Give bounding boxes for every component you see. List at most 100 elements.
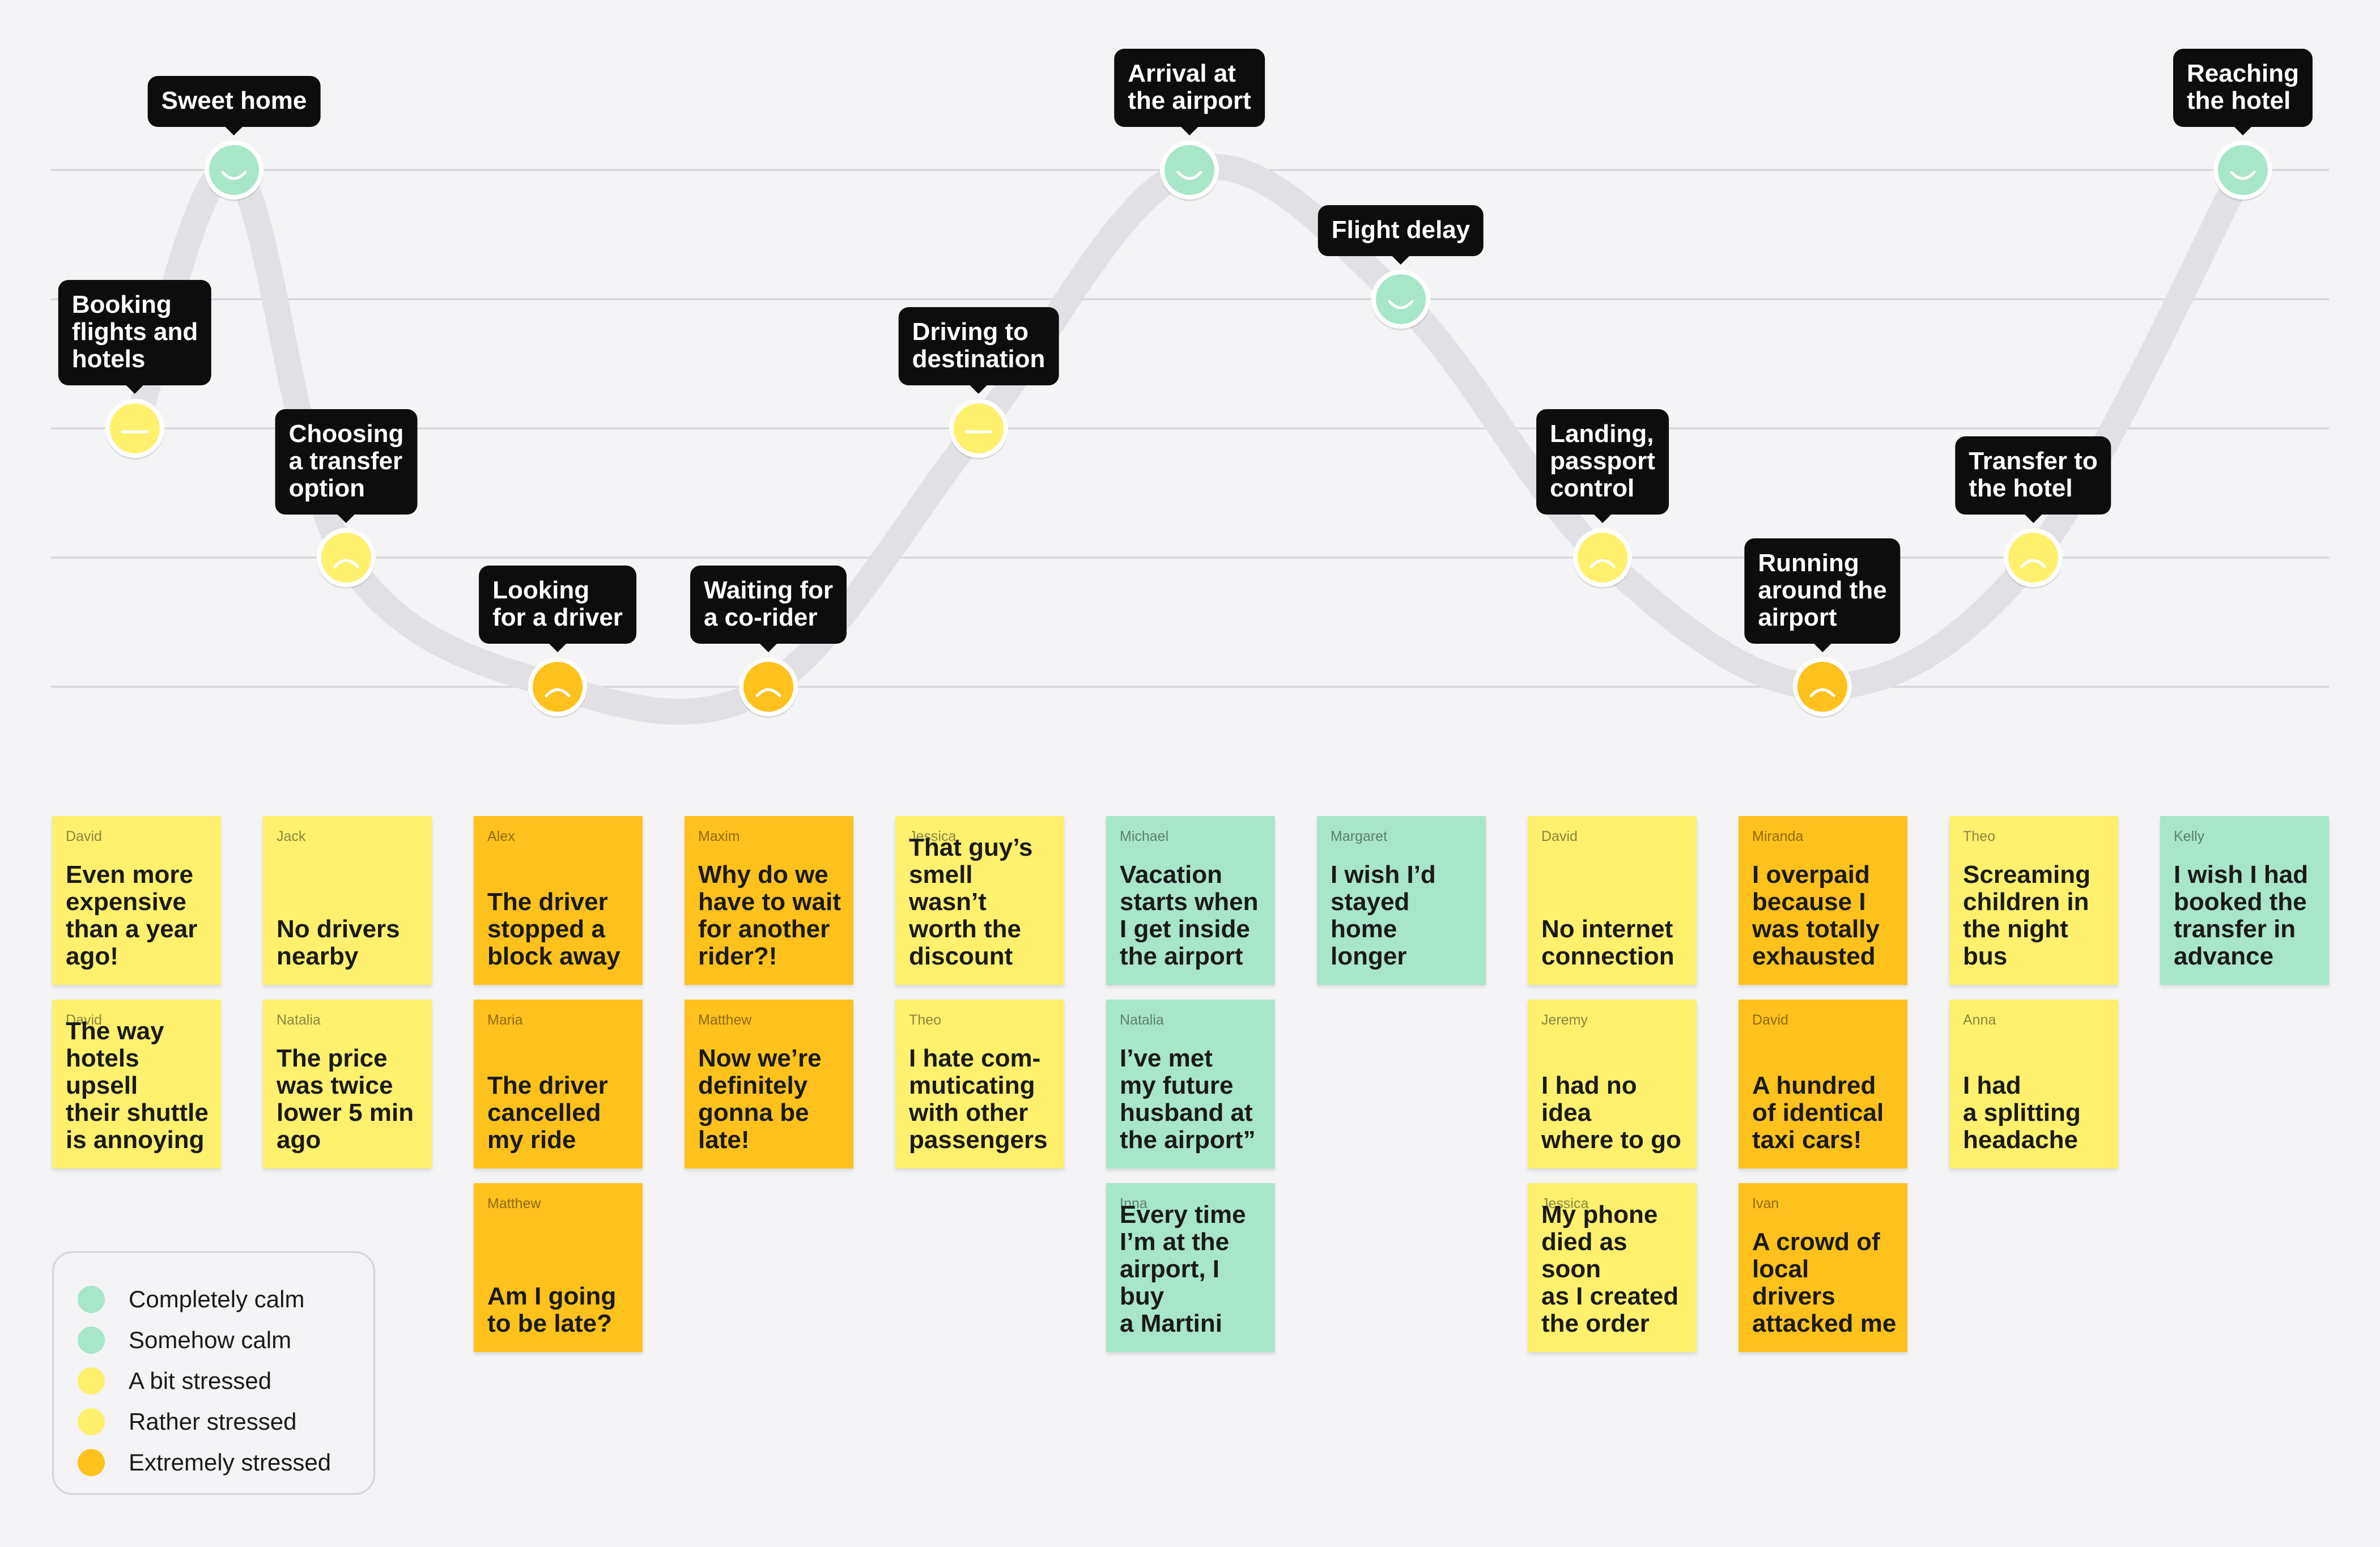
note-text: The way hotels upsell their shuttle is a… — [66, 1017, 209, 1154]
legend-label: Somehow calm — [129, 1327, 292, 1353]
sticky-note[interactable]: Margaret I wish I’d stayed home longer — [1317, 816, 1486, 985]
note-author: Anna — [1963, 1012, 1996, 1028]
frown-face-icon — [317, 528, 376, 589]
note-text: The price was twice lower 5 min ago — [277, 1044, 414, 1154]
smile-face-icon — [1371, 270, 1430, 330]
legend-label: A bit stressed — [129, 1367, 272, 1394]
note-text: Every time I’m at the airport, I buy a M… — [1120, 1201, 1246, 1337]
sticky-note[interactable]: David A hundred of identical taxi cars! — [1739, 1000, 1907, 1168]
note-author: Matthew — [698, 1012, 752, 1028]
stage-callout: Looking for a driver — [479, 566, 636, 652]
note-text: I wish I had booked the transfer in adva… — [2174, 861, 2309, 970]
neutral-face-icon — [949, 399, 1008, 460]
calm-dot-icon — [78, 1286, 105, 1313]
note-author: Kelly — [2174, 828, 2205, 844]
sticky-note[interactable]: David No internet connection — [1528, 816, 1697, 985]
note-text: I had no idea where to go — [1541, 1072, 1681, 1154]
note-author: Alex — [487, 828, 515, 844]
legend-item-rather-stressed: Rather stressed — [78, 1401, 373, 1442]
note-text: Am I going to be late? — [487, 1282, 617, 1337]
note-author: Theo — [909, 1012, 941, 1028]
note-author: Margaret — [1331, 828, 1388, 844]
legend-item-a-bit-stressed: A bit stressed — [78, 1361, 373, 1401]
note-text: I hate com- muticating with other passen… — [909, 1044, 1048, 1154]
stage-callout: Transfer to the hotel — [1955, 436, 2111, 523]
legend-item-somehow-calm: Somehow calm — [78, 1320, 373, 1361]
frown-face-icon — [2004, 528, 2063, 589]
sticky-note[interactable]: Theo I hate com- muticating with other pa… — [895, 1000, 1064, 1168]
note-text: The driver stopped a block away — [487, 888, 620, 970]
stage-callout: Flight delay — [1318, 205, 1484, 265]
emotion-track — [122, 154, 2256, 725]
legend-item-extremely-stressed: Extremely stressed — [78, 1442, 373, 1483]
note-text: Vacation starts when I get inside the ai… — [1120, 861, 1259, 970]
stage-callout: Sweet home — [147, 76, 321, 135]
note-text: The driver cancelled my ride — [487, 1072, 608, 1154]
note-author: Michael — [1120, 828, 1169, 844]
sticky-note[interactable]: Kelly I wish I had booked the transfer in… — [2160, 816, 2329, 985]
smile-face-icon — [205, 141, 264, 201]
note-author: Natalia — [1120, 1012, 1164, 1028]
note-text: A hundred of identical taxi cars! — [1752, 1072, 1884, 1154]
stage-callout: Landing, passport control — [1536, 409, 1669, 523]
sticky-note[interactable]: Matthew Am I going to be late? — [474, 1183, 643, 1352]
note-text: I had a splitting headache — [1963, 1072, 2081, 1154]
note-author: Miranda — [1752, 828, 1804, 844]
stressed-dot-icon — [78, 1367, 105, 1395]
frown-face-icon — [1573, 528, 1632, 589]
smile-face-icon — [1160, 141, 1219, 201]
calm-dot-icon — [78, 1327, 105, 1354]
note-author: Maria — [487, 1012, 523, 1028]
neutral-face-icon — [105, 399, 164, 460]
sticky-note[interactable]: Jack No drivers nearby — [263, 816, 432, 985]
note-author: Jessica — [909, 828, 957, 844]
stage-callout: Waiting for a co-rider — [690, 566, 847, 652]
note-author: Jack — [277, 828, 306, 844]
sticky-note[interactable]: Anna I had a splitting headache — [1949, 1000, 2118, 1168]
legend-label: Completely calm — [129, 1286, 305, 1312]
smile-face-icon — [2213, 141, 2272, 201]
stage-callout: Choosing a transfer option — [275, 409, 418, 523]
stressed-dot-icon — [78, 1408, 105, 1435]
note-text: No internet connection — [1541, 915, 1674, 970]
note-author: Jeremy — [1541, 1012, 1588, 1028]
legend-label: Rather stressed — [129, 1408, 297, 1435]
frown-face-icon — [739, 657, 798, 718]
note-author: Matthew — [487, 1196, 541, 1212]
legend-item-completely-calm: Completely calm — [78, 1279, 373, 1320]
note-author: David — [1541, 828, 1578, 844]
note-author: Ivan — [1752, 1196, 1779, 1212]
note-text: No drivers nearby — [277, 915, 400, 970]
note-text: Screaming children in the night bus — [1963, 861, 2090, 970]
note-text: Now we’re definitely gonna be late! — [698, 1044, 822, 1154]
stage-callout: Booking flights and hotels — [58, 280, 212, 394]
note-text: Why do we have to wait for another rider… — [698, 861, 841, 970]
stage-callout: Running around the airport — [1744, 538, 1901, 652]
note-text: I’ve met my future husband at the airpor… — [1120, 1044, 1256, 1154]
frown-face-icon — [528, 657, 587, 718]
note-author: David — [66, 828, 102, 844]
stage-callout: Arrival at the airport — [1114, 49, 1265, 135]
stage-callout: Driving to destination — [898, 307, 1059, 394]
note-text: I wish I’d stayed home longer — [1331, 861, 1436, 970]
legend-label: Extremely stressed — [129, 1449, 332, 1476]
sticky-note[interactable]: Jeremy I had no idea where to go — [1528, 1000, 1697, 1168]
note-author: David — [66, 1012, 102, 1028]
note-author: Inna — [1120, 1196, 1148, 1212]
note-author: David — [1752, 1012, 1788, 1028]
